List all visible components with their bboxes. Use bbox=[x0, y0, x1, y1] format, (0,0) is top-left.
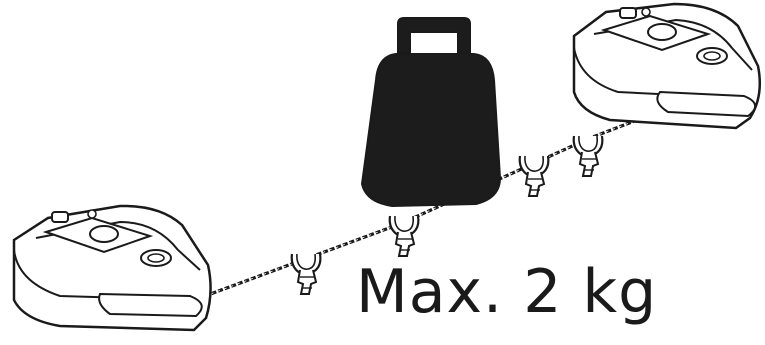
cable-clip-icon bbox=[292, 254, 321, 294]
cable-clip-icon bbox=[520, 156, 549, 196]
cable-clip-icon bbox=[574, 136, 603, 176]
weight-icon bbox=[362, 18, 500, 206]
cable-tensioner-icon bbox=[574, 4, 760, 128]
cable-tensioner-icon bbox=[14, 206, 211, 330]
cable-clip-icon bbox=[390, 216, 419, 256]
max-load-label: Max. 2 kg bbox=[356, 262, 657, 322]
